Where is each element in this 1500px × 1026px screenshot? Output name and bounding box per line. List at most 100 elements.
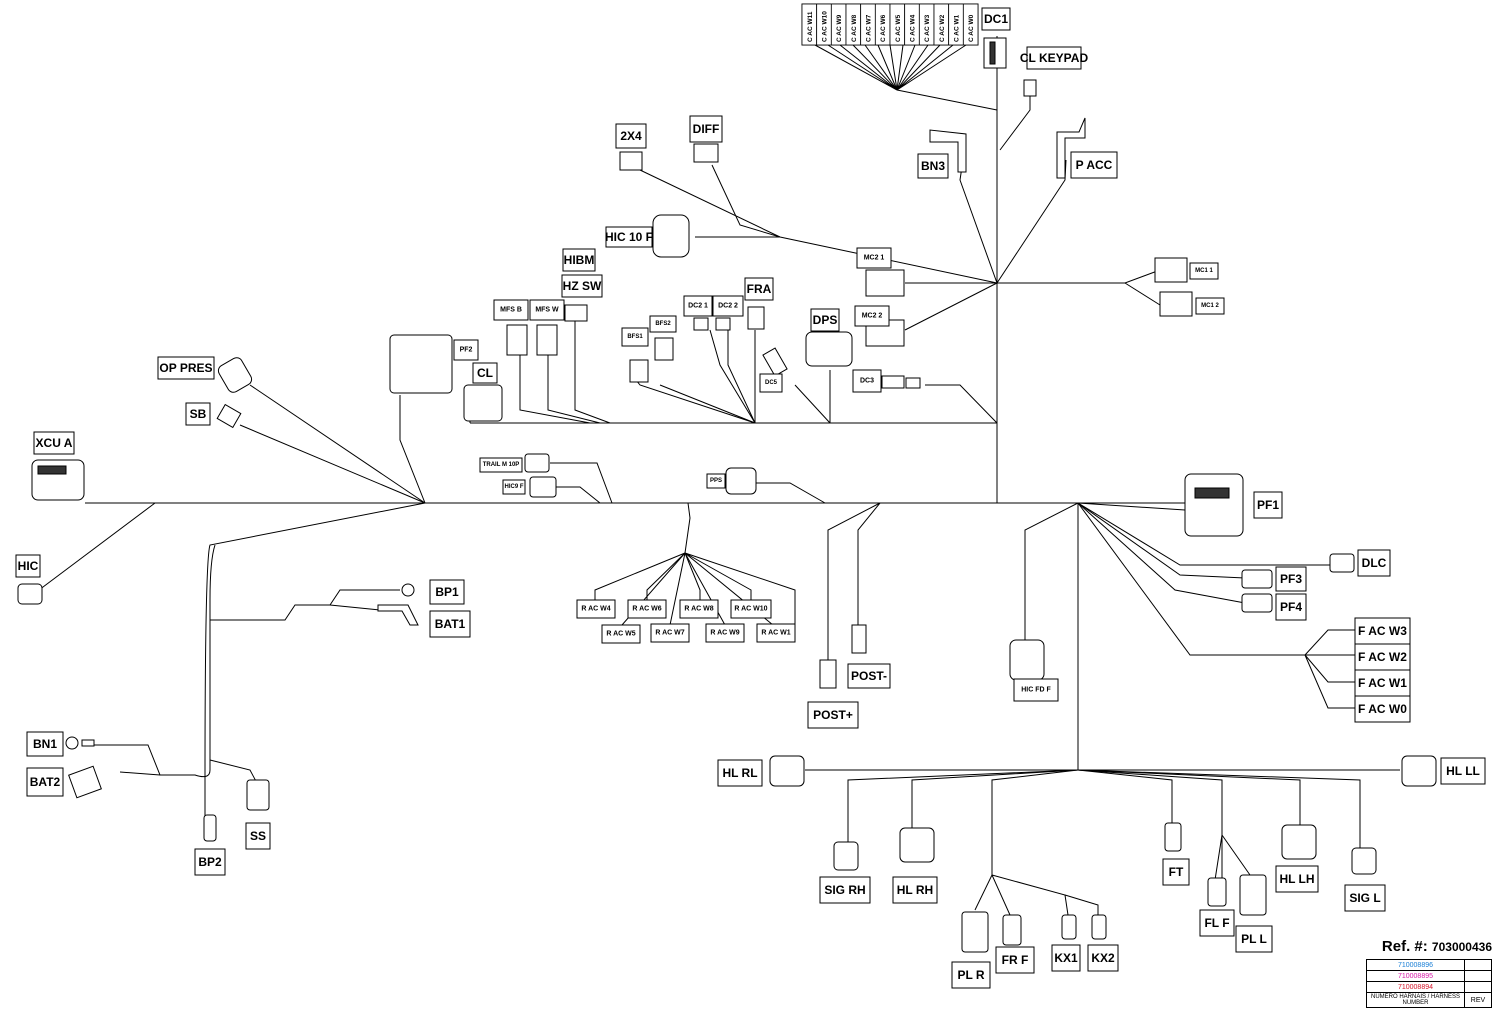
label-hlrl: HL RL xyxy=(717,759,763,787)
label-text-bn1: BN1 xyxy=(33,737,57,751)
splice-label: C AC W11 xyxy=(807,11,814,42)
label-text-hlll: HL LL xyxy=(1446,764,1480,778)
label-pll: PL L xyxy=(1235,925,1273,953)
label-text-kx1: KX1 xyxy=(1054,951,1078,965)
label-racw5: R AC W5 xyxy=(601,624,641,644)
splice-label: C AC W10 xyxy=(822,11,829,42)
label-text-facw3: F AC W3 xyxy=(1358,624,1407,638)
harness-number-footer: NUMÉRO HARNAIS / HARNESS NUMBER xyxy=(1366,992,1465,1008)
label-racw6: R AC W6 xyxy=(627,599,667,619)
label-text-post_minus: POST- xyxy=(851,669,887,683)
label-bp1: BP1 xyxy=(429,579,465,605)
label-bat2: BAT2 xyxy=(26,767,64,797)
label-text-racw7: R AC W7 xyxy=(655,630,684,637)
splice-cell xyxy=(962,3,979,46)
reference-number: 703000436 xyxy=(1431,940,1492,954)
label-text-mc11: MC1 1 xyxy=(1195,268,1213,274)
label-dc22: DC2 2 xyxy=(712,295,744,317)
harness-number-table: 710008896 710008895 710008894 NUMÉRO HAR… xyxy=(1366,959,1492,1008)
splice-label: C AC W9 xyxy=(836,14,843,42)
splice-label: C AC W1 xyxy=(954,14,961,42)
label-pf2: PF2 xyxy=(453,339,479,361)
label-text-bn3: BN3 xyxy=(921,159,945,173)
label-mc11: MC1 1 xyxy=(1189,262,1219,280)
label-text-bat1: BAT1 xyxy=(435,617,466,631)
label-text-dps: DPS xyxy=(813,313,838,327)
label-text-dc22: DC2 2 xyxy=(718,303,738,310)
label-diff: DIFF xyxy=(689,115,723,143)
label-racw1: R AC W1 xyxy=(756,623,796,643)
splice-label: C AC W7 xyxy=(866,14,873,42)
label-text-ss: SS xyxy=(250,829,266,843)
connector-glyphs xyxy=(17,37,1437,953)
label-racw9: R AC W9 xyxy=(705,623,745,643)
label-text-bfs2: BFS2 xyxy=(655,321,671,327)
label-text-p_acc: P ACC xyxy=(1076,158,1113,172)
label-pf4: PF4 xyxy=(1275,593,1307,621)
label-fra: FRA xyxy=(744,277,774,301)
splice-label: C AC W0 xyxy=(968,14,975,42)
label-text-dc5: DC5 xyxy=(765,380,778,386)
label-text-pps: PPS xyxy=(710,478,722,484)
label-sigl: SIG L xyxy=(1344,884,1386,912)
label-facw1: F AC W1 xyxy=(1354,669,1411,697)
label-text-diff: DIFF xyxy=(693,122,720,136)
label-mfsb: MFS B xyxy=(493,299,529,321)
label-text-sigl: SIG L xyxy=(1349,891,1380,905)
label-post_minus: POST- xyxy=(847,663,891,689)
label-text-pf3: PF3 xyxy=(1280,572,1302,586)
label-kx1: KX1 xyxy=(1051,944,1081,972)
table-row: NUMÉRO HARNAIS / HARNESS NUMBER REV xyxy=(1366,992,1492,1008)
splice-label: C AC W6 xyxy=(880,14,887,42)
label-text-bp1: BP1 xyxy=(435,585,459,599)
label-text-flf: FL F xyxy=(1204,916,1229,930)
label-text-mc22: MC2 2 xyxy=(862,313,883,320)
label-bn1: BN1 xyxy=(26,731,64,757)
label-text-racw9: R AC W9 xyxy=(710,630,739,637)
label-text-pf2: PF2 xyxy=(460,347,473,354)
label-text-hlrh: HL RH xyxy=(897,883,933,897)
label-racw7: R AC W7 xyxy=(650,623,690,643)
label-facw0: F AC W0 xyxy=(1354,695,1411,723)
label-text-racw6: R AC W6 xyxy=(632,606,661,613)
label-ft: FT xyxy=(1162,858,1190,886)
label-text-mc21: MC2 1 xyxy=(864,255,885,262)
label-text-racw1: R AC W1 xyxy=(761,630,790,637)
label-kx2: KX2 xyxy=(1087,944,1119,972)
table-row: 710008896 xyxy=(1366,959,1492,971)
splice-label: C AC W3 xyxy=(924,14,931,42)
label-cl: CL xyxy=(472,362,498,384)
label-text-hic9f: HIC9 F xyxy=(504,484,523,490)
label-text-ft: FT xyxy=(1169,865,1184,879)
label-text-bfs1: BFS1 xyxy=(627,334,643,340)
label-mc12: MC1 2 xyxy=(1195,297,1225,315)
table-row: 710008894 xyxy=(1366,981,1492,993)
label-dps: DPS xyxy=(810,308,840,332)
label-mc22: MC2 2 xyxy=(854,305,890,327)
splice-label: C AC W4 xyxy=(910,14,917,42)
label-ss: SS xyxy=(245,822,271,850)
label-text-dc1: DC1 xyxy=(984,12,1008,26)
label-hllh: HL LH xyxy=(1275,865,1319,893)
label-dc1: DC1 xyxy=(981,7,1011,31)
label-text-plr: PL R xyxy=(957,968,984,982)
label-facw2: F AC W2 xyxy=(1354,643,1411,671)
label-text-hicfdf: HIC FD F xyxy=(1021,687,1051,694)
label-text-racw5: R AC W5 xyxy=(606,631,635,638)
label-text-hibm: HIBM xyxy=(564,253,595,267)
label-text-fra: FRA xyxy=(747,282,772,296)
label-bfs2: BFS2 xyxy=(649,315,677,333)
label-text-pf1: PF1 xyxy=(1257,498,1279,512)
dc1-splice-column: C AC W11 C AC W10 C AC W9 C AC W8 C AC W7 C A… xyxy=(801,3,979,46)
label-text-dlc: DLC xyxy=(1362,556,1387,570)
splice-label: C AC W8 xyxy=(851,14,858,42)
label-text-racw8: R AC W8 xyxy=(684,606,713,613)
label-trail: TRAIL M 10P xyxy=(479,457,523,473)
label-hibm: HIBM xyxy=(562,248,596,272)
label-text-bp2: BP2 xyxy=(198,855,222,869)
label-text-2x4: 2X4 xyxy=(620,129,642,143)
label-hzsw: HZ SW xyxy=(561,274,603,298)
label-text-op_pres: OP PRES xyxy=(159,361,212,375)
label-hic10f: HIC 10 F xyxy=(605,226,653,248)
